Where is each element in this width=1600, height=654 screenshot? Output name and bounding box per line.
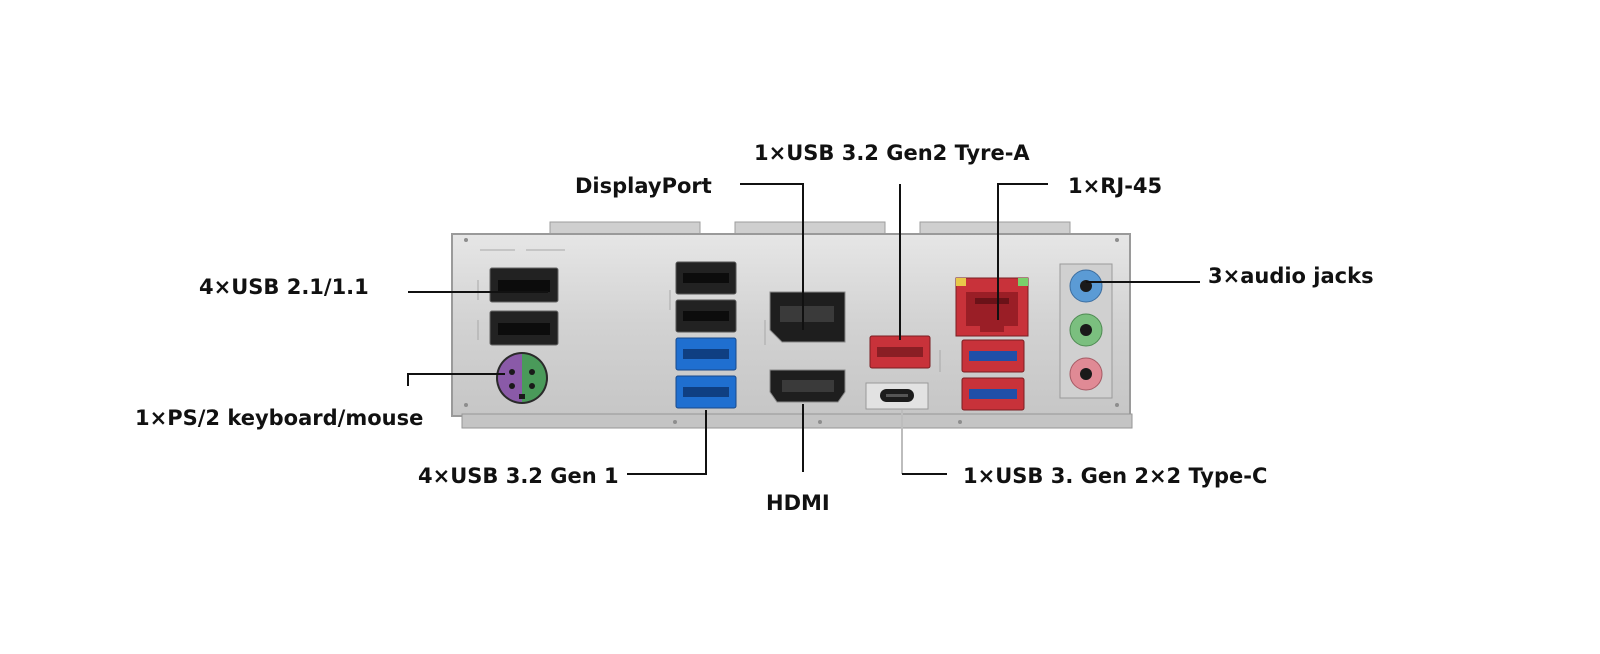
usb-c-port-icon (865, 382, 929, 410)
label-hdmi: HDMI (766, 491, 830, 515)
label-usbc: 1×USB 3. Gen 2×2 Type-C (963, 464, 1268, 488)
leader-displayport (740, 183, 804, 330)
label-audio: 3×audio jacks (1208, 264, 1374, 288)
plate-markings (477, 249, 941, 372)
leader-lines (407, 183, 1200, 475)
displayport-port (769, 291, 846, 343)
screw-holes (464, 238, 1119, 424)
label-usb32gen2a: 1×USB 3.2 Gen2 Tyre-A (754, 141, 1030, 165)
audio-jacks (1059, 263, 1113, 399)
hdmi-port (769, 369, 846, 403)
leader-ps2 (407, 373, 505, 386)
leader-rj45 (997, 183, 1048, 320)
label-usb21: 4×USB 2.1/1.1 (199, 275, 369, 299)
usb32-red-port-group (961, 339, 1025, 411)
shield-bottom-lip (461, 413, 1133, 429)
label-displayport: DisplayPort (575, 174, 712, 198)
usb2-port-group (489, 267, 559, 346)
usb32-gen1-port-group (675, 261, 737, 409)
label-usb32gen1: 4×USB 3.2 Gen 1 (418, 464, 619, 488)
rj45-port-icon (955, 277, 1029, 337)
label-ps2: 1×PS/2 keyboard/mouse (135, 406, 424, 430)
label-rj45: 1×RJ-45 (1068, 174, 1163, 198)
usb32-gen2-typea-port (869, 335, 931, 369)
ps2-port-icon (496, 352, 548, 404)
leader-usb32gen1 (627, 410, 707, 475)
